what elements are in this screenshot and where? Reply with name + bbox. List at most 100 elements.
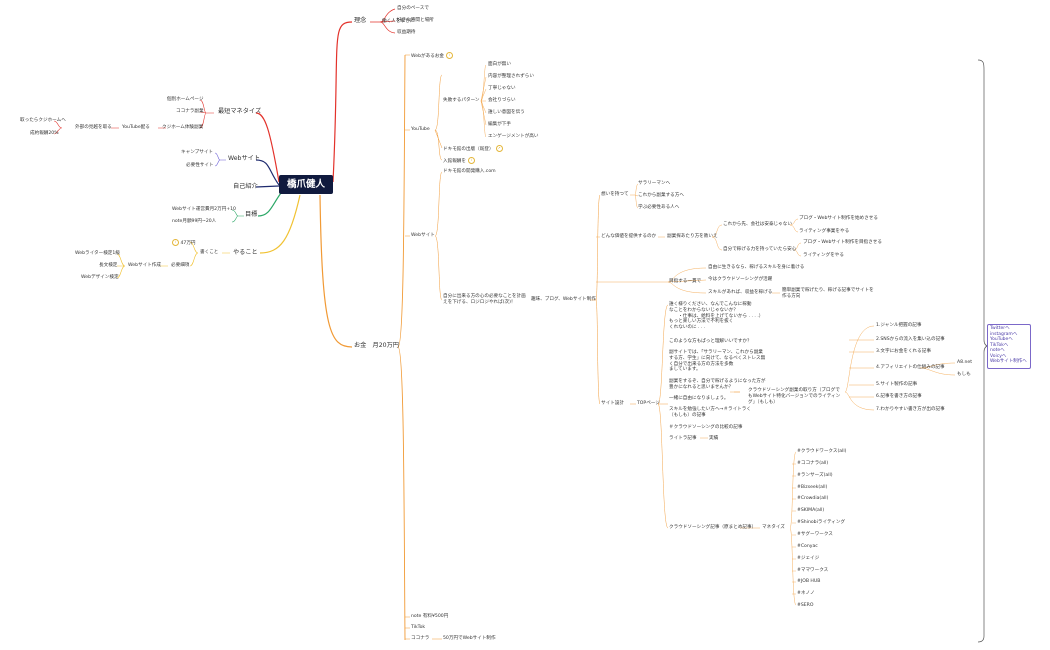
node-monetize[interactable]: 最短マネタイズ [218,108,262,115]
node-service[interactable]: #SERO [797,603,814,608]
node-site-item[interactable]: スキルを勉強したい方へ→＃ライトラく （もしも）の記事 [669,407,751,418]
node-monetize-item[interactable]: 個別ホームページ [167,97,204,102]
node-riso-leaf[interactable]: 好きな時間と場所 [397,18,434,23]
node-intro[interactable]: 自己紹介 [233,183,258,190]
node-riso[interactable]: 理念 [354,17,367,24]
node-site-cw[interactable]: クラウドソーシング記事（原まとめ記事） [669,525,757,530]
node-money[interactable]: お金 月20万円 [354,342,399,349]
node-mind-item[interactable]: 学ぶ必要性ある人へ [638,205,680,210]
node-pattern-item[interactable]: 編集が下手 [488,122,511,127]
sns-summary-box[interactable]: Twitterへ instagramへ YouTubeへ TikTokへ not… [987,324,1031,369]
node-service[interactable]: #SKIMA(all) [797,508,825,513]
node-todo-item[interactable]: i 47万円 [170,239,196,246]
node-service[interactable]: #サグーワークス [797,532,833,537]
node-web-item[interactable]: ドキモ館の開発購入.com [443,169,496,174]
node-how-b[interactable]: 自分で稼げる力を持っていたら安心 [723,247,797,252]
node-pattern-item[interactable]: 面白が無い [488,62,511,67]
node-web-item[interactable]: 趣味、ブログ、Webサイト制作 [531,297,596,302]
node-how-leaf[interactable]: ブログ・Webサイト制作を目指させる [803,240,882,245]
node-service[interactable]: #Bizseek(all) [797,485,828,490]
node-how[interactable]: どんな価値を提供するのか [601,234,657,239]
node-site-item[interactable]: 実績 [709,436,719,441]
node-monetize-tail[interactable]: 成約報酬20% [30,131,59,136]
node-site-cwsub[interactable]: マネタイズ [762,525,785,530]
node-pattern-item[interactable]: エンゲージメントが高い [488,134,539,139]
node-tiktok[interactable]: TikTok [411,625,426,630]
node-web-item[interactable]: 自分に出来る方の心の必要なことを計画えを下げる、ロジロジやれば(次)！ [443,294,526,305]
node-service[interactable]: #Shinobiライティング [797,520,846,525]
node-riso-leaf[interactable]: 収益期待 [397,30,416,35]
node-todo-leaf[interactable]: Webデザイン検定 [81,275,119,280]
node-voice-item[interactable]: スキルがあれば、収益を稼げる [708,290,773,295]
node-voice-item[interactable]: 今はクラウドソーシングが活躍 [708,277,773,282]
node-note[interactable]: note 有料¥500円 [411,614,449,619]
node-mind[interactable]: 想いを持つて [601,192,629,197]
node-riso-leaf[interactable]: 自分のペースで [397,6,429,11]
node-site-item[interactable]: ＃クラウドソーシングの比較の記事 [669,425,743,430]
node-youtube[interactable]: YouTube [411,127,430,132]
node-site[interactable]: サイト設計 [601,401,624,406]
node-pattern-item[interactable]: 内容が整理されずらい [488,74,534,79]
node-how-a[interactable]: これから先、会社は安泰じゃない [723,222,792,227]
node-article[interactable]: 5.サイト製作の記事 [876,382,918,387]
node-pattern-item[interactable]: 丁寧じゃない [488,86,516,91]
node-todo-leaf[interactable]: Webライター検定1級 [75,251,120,256]
node-monetize-chain[interactable]: 外部の見越を取る [75,125,112,130]
node-site-mid[interactable]: クラウドソーシング副業の取り方（ブログでもWebサイト特化バージョンでのライティ… [748,388,841,405]
node-how-leaf[interactable]: ライティング事業をやる [799,229,850,234]
node-monetize-tail[interactable]: 取ったらクジホームへ [20,118,66,123]
node-how-sub[interactable]: 副業探あたり方を教いえ [667,234,718,239]
node-site-para[interactable]: このような方もぱっと理解いいですか？ [669,339,752,344]
node-todo[interactable]: やること [233,249,258,256]
node-service[interactable]: #JOB HUB [797,579,821,584]
node-article[interactable]: 6.記事を書き方の記事 [876,394,922,399]
node-service[interactable]: #クラウドワークス(all) [797,449,847,454]
node-how-leaf[interactable]: ブログ・Webサイト制作を始めさせる [799,216,878,221]
node-todo-item[interactable]: 書くこと [200,250,219,255]
node-article[interactable]: 4.アフィリエイトの仕組みの記事 [876,365,945,370]
root-node[interactable]: 橋爪健人 [279,175,333,194]
node-article[interactable]: 1.ジャンル把握の記事 [876,323,922,328]
node-website[interactable]: Webサイト [228,155,261,162]
node-article[interactable]: 2.SNSからの流入を集い込の記事 [876,337,945,342]
node-todo-subsub[interactable]: Webサイト作成 [128,263,161,268]
node-service[interactable]: #ママワークス [797,568,829,573]
node-monetize-chain[interactable]: YouTube配る [122,125,150,130]
node-coconala-sub[interactable]: 50万円でWebサイト制作 [443,636,496,641]
node-monetize-item[interactable]: ココナラ副業 [176,109,204,114]
node-service[interactable]: #ランサーズ(all) [797,473,833,478]
node-goal[interactable]: 目標 [245,211,258,218]
node-voice-result[interactable]: 簡単副業で稼げたり、稼げる記事でサイトを作る方向 [782,288,874,299]
node-mind-item[interactable]: これから副業する方へ [638,193,684,198]
node-service[interactable]: #Conyac [797,544,818,549]
node-todo-sub[interactable]: 必要細項 [171,263,190,268]
node-article-tail[interactable]: もしも [957,372,971,377]
node-voice-item[interactable]: 自由に生きるなら、稼げるスキルを身に着ける [708,265,805,270]
node-pattern-item[interactable]: 誰しい意図を伝う [488,110,525,115]
node-youtube-extra[interactable]: ドキモ館の出版（既登）↗ [443,145,503,152]
node-service[interactable]: #ネノノ [797,591,815,596]
node-article-tail[interactable]: A8.net [957,360,973,365]
node-site-para[interactable]: 副業をするぞ、自分で稼げるようになった方が 豊かになれると思いませんか？ [669,379,766,390]
node-service[interactable]: #ココナラ(all) [797,461,829,466]
node-site-para[interactable]: 副サイトでは、「サラリーマン、これから副業 する方、学生」に向けて、なるべくスト… [669,350,766,373]
node-website-item[interactable]: 必要性サイト [186,163,214,168]
node-monetize-item[interactable]: クジホーム体験副業 [162,125,204,130]
node-site-item[interactable]: 一緒に自由になりましょう。 [669,396,729,401]
node-article[interactable]: 3.文字にお金をくれる記事 [876,349,931,354]
node-goal-item[interactable]: note月額99円~20人 [172,219,217,224]
node-coconala[interactable]: ココナラ [411,636,430,641]
node-mind-item[interactable]: サラリーマンへ [638,181,671,186]
node-how-leaf[interactable]: ライティングをやる [803,253,844,258]
node-web[interactable]: Webサイト [411,233,435,238]
node-article[interactable]: 7.わかりやすい書き方が出の記事 [876,407,945,412]
node-voice[interactable]: 目指する一貫で [669,279,702,284]
node-site-top[interactable]: TOPページ [637,401,660,406]
node-service[interactable]: #ジェイジ [797,556,820,561]
node-pattern-item[interactable]: 会社りづらい [488,98,516,103]
node-goal-item[interactable]: Webサイト運営費月2万円+10 [172,207,236,212]
node-site-item[interactable]: ライトラ記事 [669,436,697,441]
node-site-para[interactable]: 誰く様りください、なんでこんなに稼動 なことをわからないじゃないか？ ・仕事は、… [669,302,764,331]
